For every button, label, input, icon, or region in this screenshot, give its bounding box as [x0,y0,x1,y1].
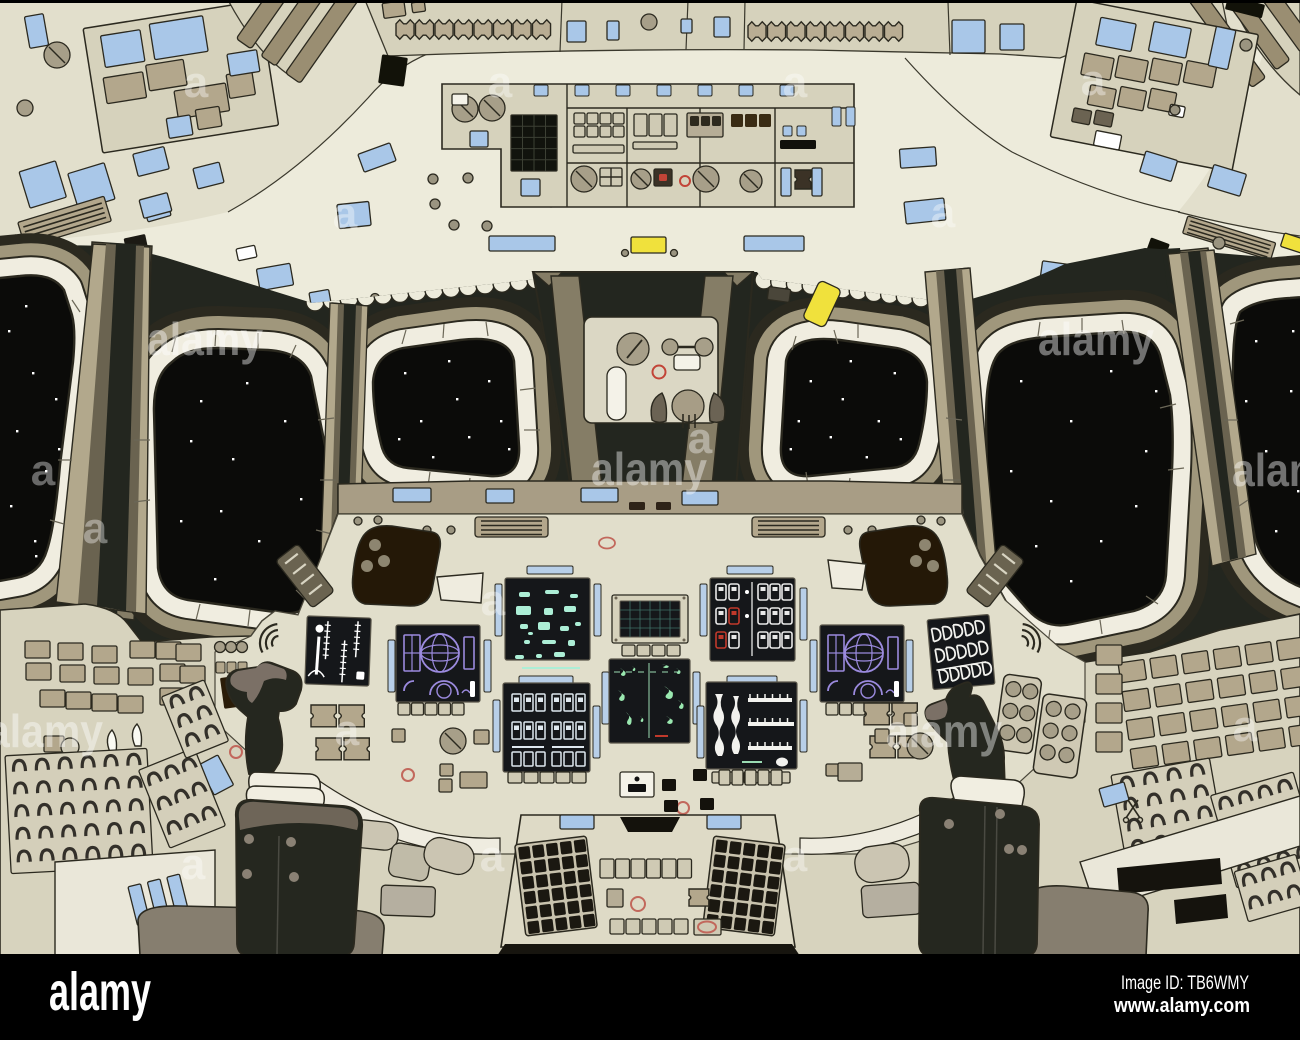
svg-text:a: a [488,58,513,107]
svg-text:a: a [184,58,209,107]
svg-text:www.alamy.com: www.alamy.com [1113,995,1250,1017]
svg-text:a: a [1081,56,1106,105]
svg-text:a: a [335,706,360,755]
svg-text:a: a [931,188,956,237]
svg-text:Image ID: TB6WMY: Image ID: TB6WMY [1121,973,1249,994]
svg-text:alamy: alamy [0,705,103,757]
svg-text:a: a [333,189,358,238]
svg-text:a: a [688,414,713,463]
svg-text:a: a [783,832,808,881]
svg-text:a: a [31,446,56,495]
svg-text:a: a [480,832,505,881]
svg-text:a: a [181,840,206,889]
svg-text:a: a [783,58,808,107]
svg-text:a: a [481,576,506,625]
svg-text:alamy: alamy [1038,313,1154,365]
svg-text:alamy: alamy [49,962,151,1022]
svg-text:alamy: alamy [147,313,263,365]
svg-text:alamy: alamy [886,705,1002,757]
svg-text:a: a [1233,702,1258,751]
svg-text:a: a [83,504,108,553]
svg-text:alamy: alamy [1232,444,1300,496]
